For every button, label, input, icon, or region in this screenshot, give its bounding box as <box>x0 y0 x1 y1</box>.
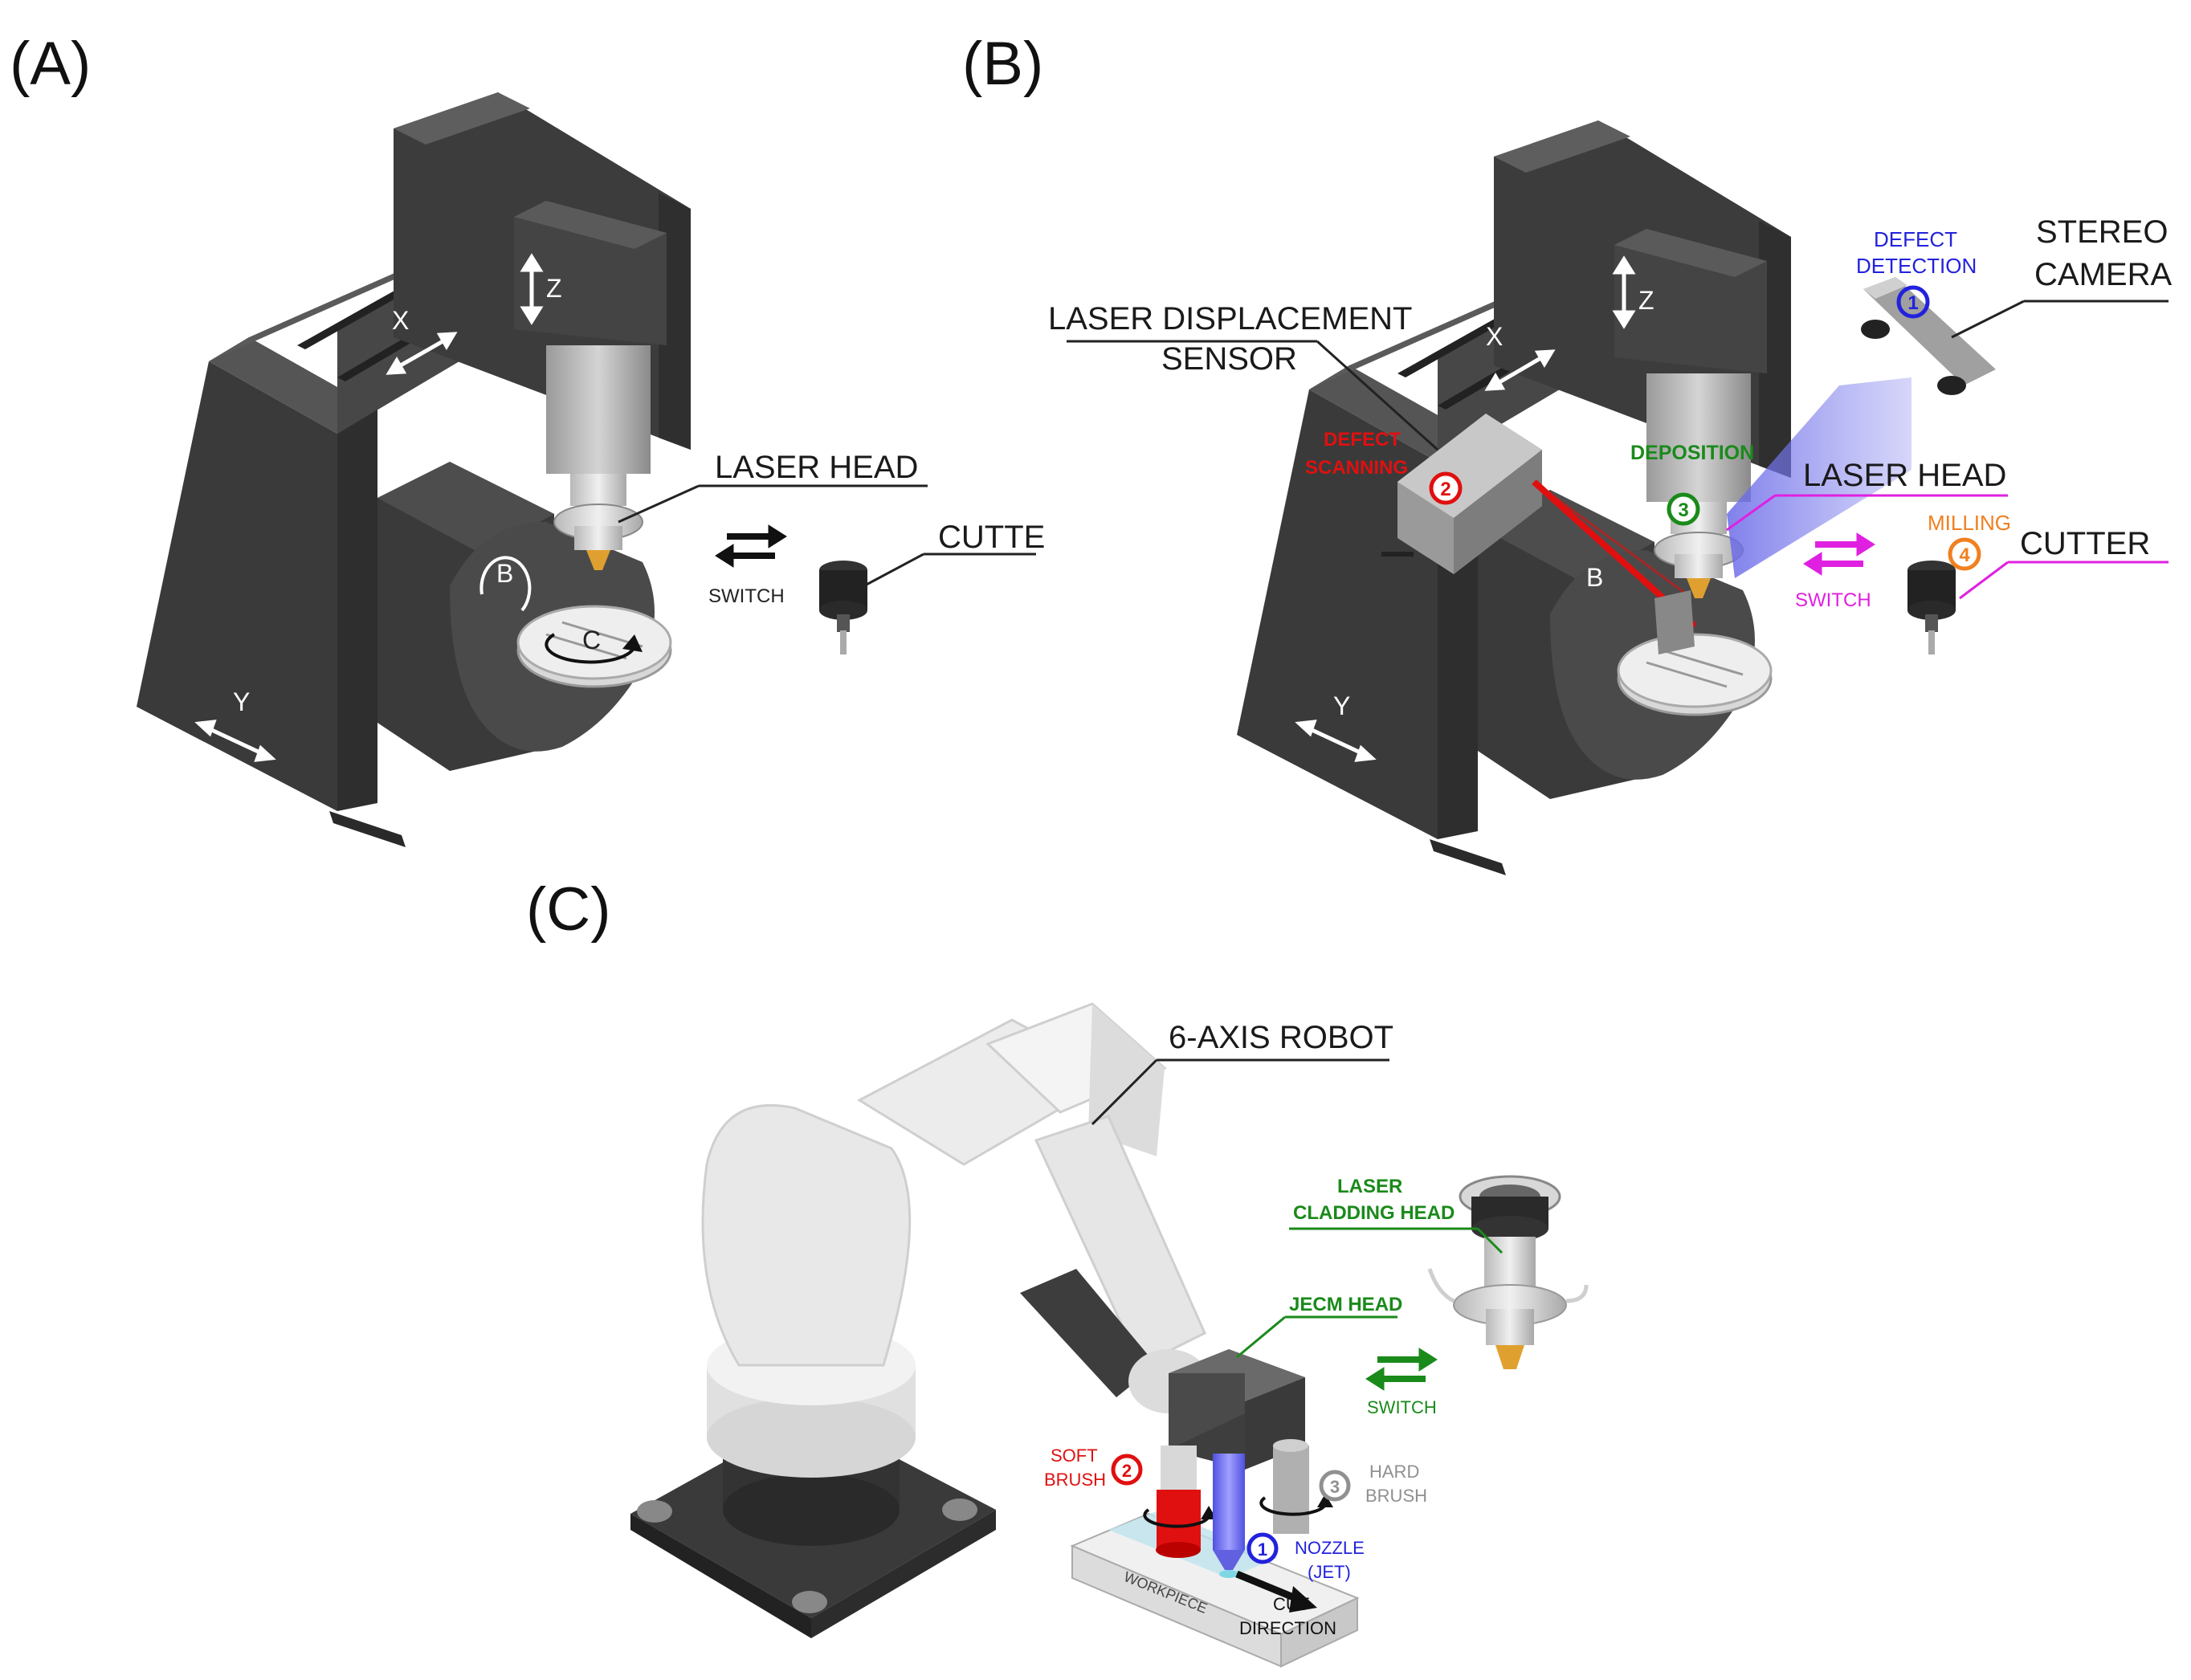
step-4-marker: 4 <box>1948 537 1981 571</box>
laser-cladding-label-2: CLADDING HEAD <box>1293 1202 1455 1224</box>
cutter-label-b: CUTTER <box>2020 526 2150 561</box>
soft-brush-label-2: BRUSH <box>1044 1470 1106 1490</box>
panel-a: (A) X Y Z B C LASER HEAD SWITCH <box>10 30 1045 849</box>
cutter-icon <box>1907 561 1956 654</box>
stereo-camera-label-1: STEREO <box>2036 214 2168 250</box>
switch-label-c: SWITCH <box>1367 1397 1437 1417</box>
step-1-marker: 1 <box>1246 1532 1279 1564</box>
svg-text:4: 4 <box>1959 544 1970 566</box>
laser-displacement-sensor-label-2: SENSOR <box>1161 341 1297 377</box>
axis-b-label: B <box>1586 563 1603 592</box>
laser-cladding-head <box>1427 1175 1589 1369</box>
rotation-arrow-icon <box>479 556 532 612</box>
laser-head-label-b: LASER HEAD <box>1803 458 2006 493</box>
hard-brush <box>1259 1439 1333 1534</box>
svg-text:1: 1 <box>1258 1539 1267 1560</box>
panel-b: (B) X Y Z B LASER DISPLACEMENT <box>962 30 2172 877</box>
step-1-marker: 1 <box>1896 285 1930 319</box>
axis-y-label: Y <box>233 687 250 716</box>
svg-text:3: 3 <box>1678 500 1688 521</box>
panel-c: (C) 6-AXIS ROBOT <box>526 875 1589 1668</box>
cut-direction-label-1: CUT <box>1273 1594 1309 1614</box>
double-arrow-icon <box>1295 255 1636 762</box>
nozzle-label-1: NOZZLE <box>1295 1538 1365 1558</box>
stereo-camera <box>1861 277 1996 395</box>
defect-detection-label-1: DEFECT <box>1874 227 1957 251</box>
jecm-head <box>1169 1349 1305 1470</box>
laser-cladding-label-1: LASER <box>1337 1176 1402 1197</box>
nozzle-label-2: (JET) <box>1308 1562 1351 1582</box>
cut-direction-arrow <box>1235 1570 1317 1613</box>
laser-head-label-a: LASER HEAD <box>715 450 918 485</box>
step-2-marker: 2 <box>1111 1454 1143 1486</box>
deposition-label: DEPOSITION <box>1630 442 1754 464</box>
panel-c-letter: (C) <box>526 875 611 944</box>
axis-c-label: C <box>582 626 601 654</box>
switch-arrows-icon <box>1366 1348 1437 1390</box>
double-arrow-icon <box>194 253 544 762</box>
stereo-camera-label-2: CAMERA <box>2034 257 2172 292</box>
switch-arrows-icon <box>716 525 786 567</box>
svg-text:2: 2 <box>1440 479 1450 500</box>
svg-text:3: 3 <box>1330 1477 1340 1497</box>
hard-brush-label-2: BRUSH <box>1365 1486 1427 1506</box>
milling-label: MILLING <box>1928 511 2011 535</box>
step-3-marker: 3 <box>1667 492 1700 526</box>
workpiece <box>1070 1510 1360 1668</box>
nozzle-jet <box>1213 1454 1245 1578</box>
hard-brush-label-1: HARD <box>1369 1462 1419 1482</box>
soft-brush-label-1: SOFT <box>1051 1446 1098 1466</box>
soft-brush <box>1143 1446 1217 1558</box>
camera-beam <box>1727 377 1912 578</box>
axis-z-label: Z <box>1638 286 1654 315</box>
defect-scanning-label-1: DEFECT <box>1324 429 1401 451</box>
axis-x-label: X <box>1486 322 1503 351</box>
svg-text:2: 2 <box>1122 1461 1132 1481</box>
robot-label: 6-AXIS ROBOT <box>1169 1020 1393 1055</box>
axis-b-label: B <box>496 559 513 588</box>
switch-label-b: SWITCH <box>1795 589 1871 611</box>
axis-x-label: X <box>392 306 409 335</box>
defect-scanning-label-2: SCANNING <box>1305 457 1408 479</box>
axis-z-label: Z <box>546 274 562 303</box>
rotation-arrow-icon <box>545 633 637 664</box>
switch-arrows-icon <box>1804 533 1875 575</box>
panel-b-letter: (B) <box>962 30 1043 98</box>
panel-a-letter: (A) <box>10 30 91 98</box>
axis-y-label: Y <box>1333 691 1350 720</box>
svg-text:1: 1 <box>1907 292 1918 314</box>
step-3-marker: 3 <box>1319 1470 1351 1502</box>
switch-label-a: SWITCH <box>708 585 785 607</box>
cut-direction-label-2: DIRECTION <box>1239 1618 1336 1638</box>
cutter-label-a: CUTTE <box>938 520 1045 555</box>
six-axis-robot <box>630 1002 1209 1638</box>
defect-detection-label-2: DETECTION <box>1856 254 1977 278</box>
step-2-marker: 2 <box>1429 471 1463 505</box>
cutter-icon <box>819 561 867 654</box>
jecm-head-label: JECM HEAD <box>1289 1294 1402 1315</box>
laser-displacement-sensor-label-1: LASER DISPLACEMENT <box>1048 301 1412 336</box>
